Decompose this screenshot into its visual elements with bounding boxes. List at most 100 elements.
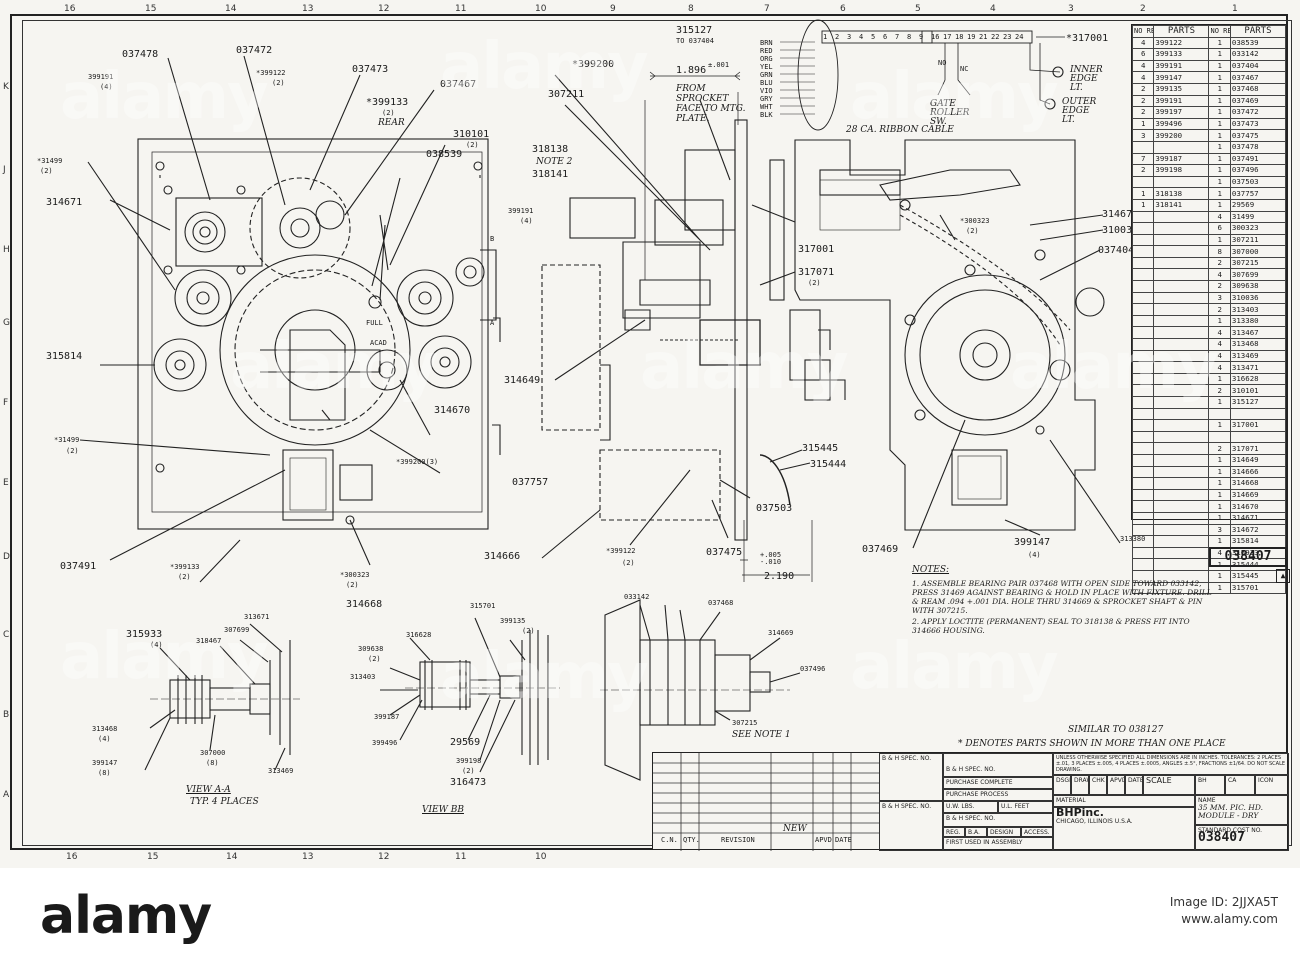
callout-399191b: 399191 xyxy=(508,207,534,215)
callout-399496: 399496 xyxy=(372,739,398,747)
parts-number-cell: 037467 xyxy=(1229,71,1287,84)
parts-number-cell xyxy=(1153,140,1210,154)
parts-qty-cell: 3 xyxy=(1208,291,1231,305)
wire-color: RED xyxy=(760,47,773,55)
parts-number-cell: 038539 xyxy=(1229,36,1287,50)
callout-037469: 037469 xyxy=(862,544,899,555)
parts-qty-cell: 1 xyxy=(1208,106,1231,119)
parts-qty-cell xyxy=(1131,314,1155,328)
bh-spec-2: B & H SPEC. NO. xyxy=(879,801,943,851)
callout-315933: 315933 xyxy=(126,629,163,640)
callout-037467: 037467 xyxy=(440,79,477,90)
parts-number-cell: 037469 xyxy=(1229,94,1287,108)
callout-317071: 317071 xyxy=(798,267,835,278)
callout-314672: 314672(3) xyxy=(1102,209,1157,220)
watermark-4: alamy xyxy=(230,330,439,404)
parts-qty-cell xyxy=(1131,268,1155,282)
callout-318138: 318138 xyxy=(532,144,569,155)
label-acad: ACAD xyxy=(370,339,387,347)
zone-number-bottom: 14 xyxy=(226,852,238,862)
col-no-req: NO REQ. xyxy=(1131,25,1155,38)
connector-pin: 18 xyxy=(955,33,964,41)
name-cell: NAME 35 MM. PIC. HD. MODULE - DRY xyxy=(1195,795,1289,825)
parts-qty-cell: 1 xyxy=(1208,465,1231,479)
label-full: FULL xyxy=(366,319,383,327)
wire-color: VIO xyxy=(760,87,773,95)
parts-qty-cell: 4 xyxy=(1208,210,1231,224)
callout-399122-qty: (2) xyxy=(272,79,285,87)
parts-qty-cell: 1 xyxy=(1208,314,1231,328)
parts-qty-cell xyxy=(1131,430,1155,444)
parts-qty-cell: 6 xyxy=(1208,222,1231,235)
parts-qty-cell: 1 xyxy=(1208,48,1231,61)
parts-qty-cell: 1 xyxy=(1208,175,1231,189)
parts-number-cell: 31499 xyxy=(1229,210,1287,224)
connector-pin: 1 xyxy=(823,33,828,41)
callout-399191: 399191 xyxy=(88,73,114,81)
watermark-5: alamy xyxy=(640,330,849,404)
ba: B.A. xyxy=(965,827,987,837)
parts-qty-cell xyxy=(1208,407,1231,421)
parts-qty-cell: 2 xyxy=(1208,442,1231,455)
parts-number-cell: 314671 xyxy=(1229,511,1287,525)
parts-qty-cell: 1 xyxy=(1131,198,1155,212)
parts-qty-cell: 3 xyxy=(1208,523,1231,537)
callout-310036: 310036(3) xyxy=(1102,225,1157,236)
parts-number-cell xyxy=(1153,280,1210,293)
parts-qty-cell: 1 xyxy=(1208,500,1231,513)
parts-number-cell: 399191 xyxy=(1153,94,1210,108)
parts-qty-cell: 1 xyxy=(1208,233,1231,247)
watermark-9: alamy xyxy=(850,630,1059,704)
callout-307000: 307000 xyxy=(200,749,226,757)
parts-qty-cell: 4 xyxy=(1208,268,1231,282)
zone-number-bottom: 11 xyxy=(455,852,467,862)
parts-number-cell: 315445 xyxy=(1229,569,1287,583)
wire-color: BLK xyxy=(760,111,773,119)
callout-317001: *317001 xyxy=(1066,33,1109,44)
note-1: 1. ASSEMBLE BEARING PAIR 037468 WITH OPE… xyxy=(912,579,1212,615)
callout-399198: 399198 xyxy=(456,757,482,765)
first-used: FIRST USED IN ASSEMBLY xyxy=(943,837,1053,851)
parts-qty-cell xyxy=(1131,488,1155,502)
callout-313403: 313403 xyxy=(350,673,376,681)
parts-qty-cell xyxy=(1131,291,1155,305)
connector-pin: 22 xyxy=(991,33,1000,41)
callout-309638: 309638 xyxy=(358,645,384,653)
parts-number-cell: 314670 xyxy=(1229,500,1287,513)
reg: REG. xyxy=(943,827,965,837)
parts-number-cell: 307000 xyxy=(1229,245,1287,258)
callout-300323b: *300323 xyxy=(960,217,990,225)
callout-037475: 037475 xyxy=(706,547,743,558)
callout-314668: 314668 xyxy=(346,599,383,610)
zone-number-top: 1 xyxy=(1232,4,1238,14)
callout-399135-qty: (2) xyxy=(522,627,535,635)
zone-letter: H xyxy=(3,245,10,255)
wire-color: ORG xyxy=(760,55,773,63)
callout-399133-note: REAR xyxy=(378,118,405,128)
asterisk-note: * DENOTES PARTS SHOWN IN MORE THAN ONE P… xyxy=(958,739,1226,749)
callout-300323b-qty: (2) xyxy=(966,227,979,235)
col-apvd: APVD xyxy=(815,836,832,844)
parts-number-cell xyxy=(1153,314,1210,328)
callout-037468: 037468 xyxy=(708,599,734,607)
company-cell: BHPinc. CHICAGO, ILLINOIS U.S.A. xyxy=(1053,807,1195,851)
parts-number-cell xyxy=(1153,511,1210,525)
material: MATERIAL xyxy=(1053,795,1195,807)
section-marker-b: B xyxy=(490,235,495,243)
col-qty: QTY. xyxy=(683,836,700,844)
col-date: DATE xyxy=(835,836,852,844)
parts-number-cell xyxy=(1153,245,1210,258)
parts-qty-cell: 6 xyxy=(1131,48,1155,61)
parts-qty-cell xyxy=(1131,175,1155,189)
